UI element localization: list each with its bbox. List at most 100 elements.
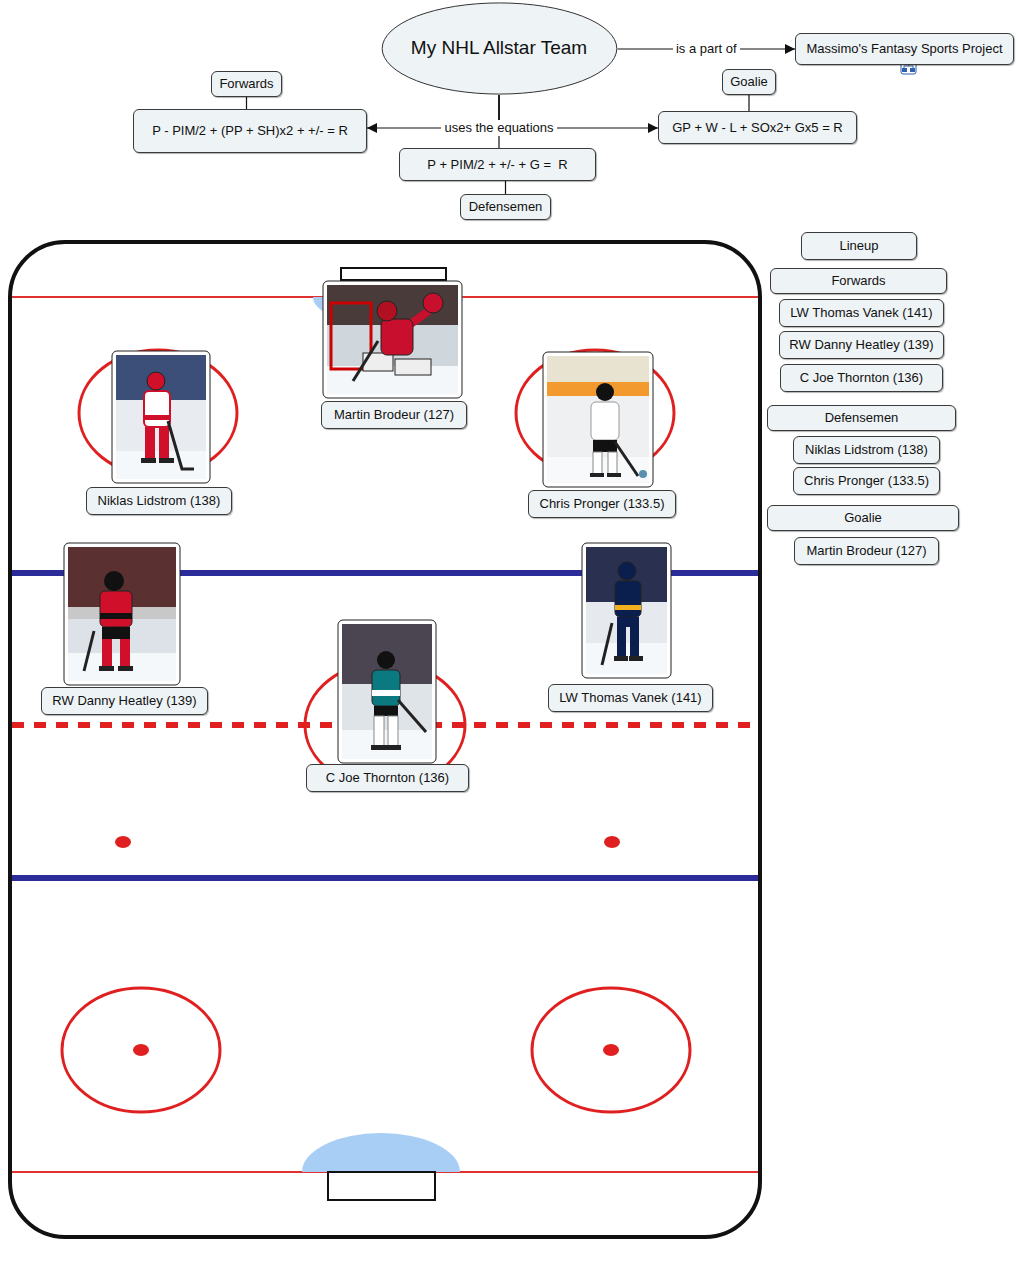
player-pants — [102, 627, 130, 639]
player-photo — [543, 352, 653, 487]
lineup-player: Niklas Lidstrom (138) — [793, 436, 940, 464]
equation-box: P - PIM/2 + (PP + SH)x2 + +/- = R — [133, 109, 367, 153]
connector — [748, 95, 749, 111]
node-text: Niklas Lidstrom (138) — [805, 442, 928, 458]
player-caption: Martin Brodeur (127) — [321, 401, 467, 429]
player-helmet — [104, 571, 124, 591]
player-skate — [99, 666, 114, 671]
photo-frame — [112, 351, 210, 483]
player-torso — [144, 391, 170, 427]
photo-frame — [338, 620, 436, 763]
photo-ground — [547, 356, 649, 483]
node-text: Goalie — [730, 74, 768, 90]
node-text: My NHL Allstar Team — [411, 37, 587, 60]
photo-crowd — [327, 285, 458, 325]
node-text: Forwards — [219, 76, 273, 92]
lineup-player: LW Thomas Vanek (141) — [779, 299, 944, 327]
jersey-stripe — [372, 690, 400, 696]
hockey-stick — [84, 631, 94, 671]
player-leg — [630, 627, 639, 657]
jersey-stripe — [100, 613, 132, 619]
player-torso — [100, 591, 132, 627]
rink-boards — [10, 242, 760, 1237]
hockey-stick — [615, 442, 638, 476]
category-box: Defensemen — [460, 194, 551, 220]
player-pants — [617, 617, 639, 627]
player-photo — [338, 620, 436, 763]
lineup-player: C Joe Thornton (136) — [780, 364, 943, 392]
player-skate — [590, 473, 604, 477]
faceoff-dot — [603, 1044, 619, 1056]
player-photo — [582, 543, 671, 678]
player-torso — [591, 402, 619, 440]
player-caption: Chris Pronger (133.5) — [528, 490, 676, 518]
player-helmet — [618, 562, 636, 580]
lineup-player: Martin Brodeur (127) — [794, 537, 939, 565]
player-skate — [386, 745, 401, 750]
player-skate — [141, 458, 156, 463]
player-leg — [593, 452, 602, 474]
category-box: Goalie — [722, 69, 776, 95]
category-box: Forwards — [211, 71, 282, 97]
connector — [505, 181, 506, 194]
lineup-group: Defensemen — [767, 405, 956, 431]
player-photo — [323, 281, 462, 398]
node-text: Lineup — [839, 238, 878, 254]
player-leg — [617, 627, 626, 657]
equation-box: P + PIM/2 + +/- + G = R — [399, 148, 596, 181]
faceoff-dot — [133, 1044, 149, 1056]
goal-net — [341, 268, 446, 280]
blue-line — [12, 875, 758, 881]
player-photo — [64, 543, 180, 685]
equation-box: GP + W - L + SOx2+ Gx5 = R — [658, 111, 857, 144]
hockey-stick — [168, 421, 194, 469]
node-text: GP + W - L + SOx2+ Gx5 = R — [672, 120, 843, 136]
photo-frame — [323, 281, 462, 398]
jersey-stripe — [615, 605, 641, 610]
player-pants — [593, 440, 617, 452]
goalie-pad — [395, 359, 431, 375]
node-text: LW Thomas Vanek (141) — [790, 305, 932, 321]
goalie-glove — [423, 293, 443, 313]
goal-net — [328, 1172, 435, 1200]
player-leg — [145, 427, 155, 459]
lineup-group: Forwards — [770, 268, 947, 294]
root-concept: My NHL Allstar Team — [381, 2, 618, 95]
player-leg — [388, 716, 398, 746]
player-pants — [374, 706, 398, 716]
photo-crowd — [547, 356, 649, 382]
photo-ice — [342, 730, 432, 759]
faceoff-dot — [604, 836, 620, 848]
player-skate — [629, 656, 643, 661]
node-text: Defensemen — [825, 410, 899, 426]
faceoff-dot — [115, 836, 131, 848]
player-skate — [118, 666, 133, 671]
photo-frame — [582, 543, 671, 678]
player-leg — [608, 452, 617, 474]
node-text: C Joe Thornton (136) — [800, 370, 923, 386]
player-caption: LW Thomas Vanek (141) — [548, 684, 713, 712]
node-text: Forwards — [831, 273, 885, 289]
ellipse-shape — [382, 3, 617, 94]
node-text: RW Danny Heatley (139) — [52, 693, 196, 709]
hockey-puck — [639, 470, 647, 478]
icon-glyph — [910, 68, 915, 72]
project-box: Massimo's Fantasy Sports Project — [795, 33, 1014, 65]
node-text: P + PIM/2 + +/- + G = R — [427, 157, 567, 173]
node-text: Defensemen — [469, 199, 543, 215]
player-torso — [381, 319, 413, 355]
connector — [246, 97, 247, 109]
linking-phrase: uses the equations — [441, 120, 556, 136]
node-text: RW Danny Heatley (139) — [789, 337, 933, 353]
photo-frame — [543, 352, 653, 487]
photo-frame — [64, 543, 180, 685]
player-caption: RW Danny Heatley (139) — [41, 687, 208, 715]
photo-ground — [342, 624, 432, 759]
player-helmet — [377, 651, 395, 669]
node-text: Niklas Lidstrom (138) — [98, 493, 221, 509]
node-text: C Joe Thornton (136) — [326, 770, 449, 786]
node-text: P - PIM/2 + (PP + SH)x2 + +/- = R — [152, 123, 348, 139]
goal-crease — [302, 1133, 460, 1172]
